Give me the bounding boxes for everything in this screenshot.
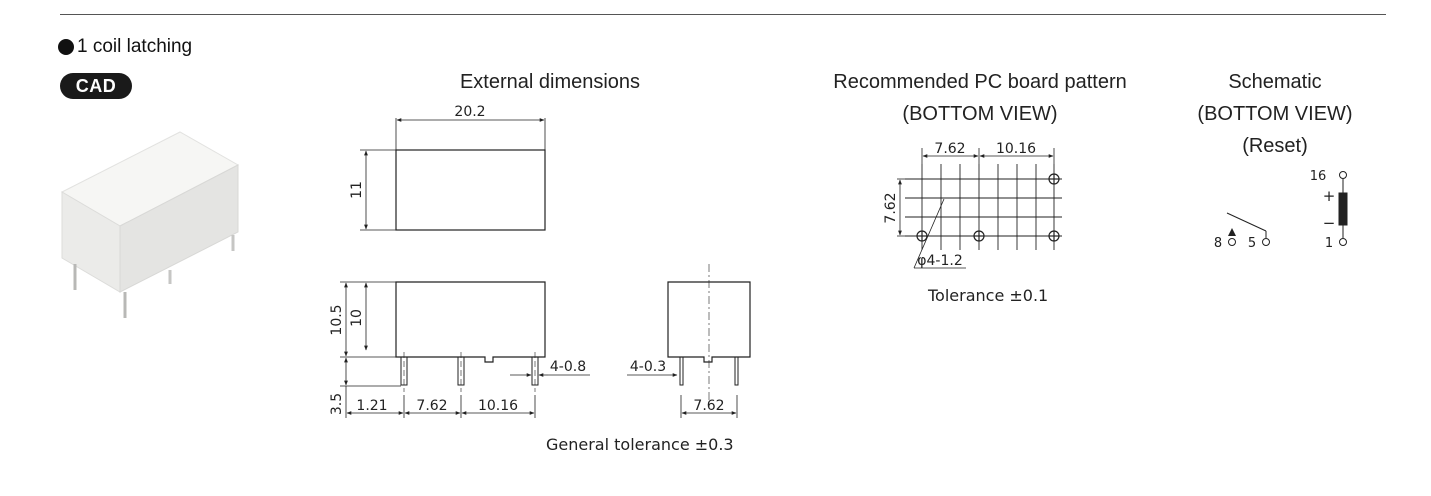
pcb-dim-v: 7.62 — [883, 192, 899, 223]
pcb-holes — [916, 173, 1060, 242]
pcb-pattern-title: Recommended PC board pattern (BOTTOM VIE… — [800, 66, 1160, 130]
dim-pin-length: 3.5 — [329, 393, 345, 415]
schematic-title-line3: (Reset) — [1242, 135, 1308, 157]
schematic-pin-5: 5 — [1248, 236, 1256, 251]
schematic-pin-8: 8 — [1214, 236, 1222, 251]
bullet-icon — [58, 39, 74, 55]
schematic-title-line1: Schematic — [1228, 71, 1322, 93]
pcb-title-line2: (BOTTOM VIEW) — [902, 103, 1058, 125]
external-dimensions-title: External dimensions — [459, 71, 641, 93]
pcb-dim-a: 7.62 — [934, 141, 965, 157]
pcb-tolerance: Tolerance ±0.1 — [928, 286, 1049, 305]
dim-offset: 1.21 — [356, 398, 387, 414]
top-rule — [60, 14, 1386, 15]
dim-height: 11 — [349, 181, 365, 199]
schematic-plus: + — [1323, 187, 1336, 205]
schematic-drawing — [1226, 171, 1348, 246]
pcb-pattern-drawing — [897, 148, 1062, 269]
front-view-drawing — [340, 281, 590, 418]
dim-pitch-1: 7.62 — [416, 398, 447, 414]
dim-pin-width: 4-0.8 — [550, 359, 586, 375]
schematic-title: Schematic (BOTTOM VIEW) (Reset) — [1180, 66, 1370, 162]
schematic-title-line2: (BOTTOM VIEW) — [1197, 103, 1353, 125]
schematic-pin-1: 1 — [1325, 236, 1333, 251]
dim-side-pin: 4-0.3 — [630, 359, 666, 375]
cad-badge[interactable]: CAD — [60, 73, 132, 99]
schematic-minus: − — [1323, 214, 1336, 232]
dim-width: 20.2 — [454, 104, 485, 120]
dim-h2: 10 — [349, 309, 365, 327]
side-view-drawing — [627, 264, 751, 418]
general-tolerance: General tolerance ±0.3 — [546, 435, 734, 454]
relay-photo — [60, 131, 240, 318]
schematic-pin-16: 16 — [1310, 169, 1327, 184]
dim-h1: 10.5 — [329, 304, 345, 335]
dim-pitch-2: 10.16 — [478, 398, 518, 414]
dim-side-pitch: 7.62 — [693, 398, 724, 414]
pcb-title-line1: Recommended PC board pattern — [833, 71, 1127, 93]
pcb-hole-dim: φ4-1.2 — [917, 253, 962, 269]
section-heading: 1 coil latching — [58, 36, 192, 58]
heading-label: 1 coil latching — [77, 36, 193, 57]
pcb-dim-b: 10.16 — [996, 141, 1036, 157]
top-view-drawing — [360, 118, 546, 231]
